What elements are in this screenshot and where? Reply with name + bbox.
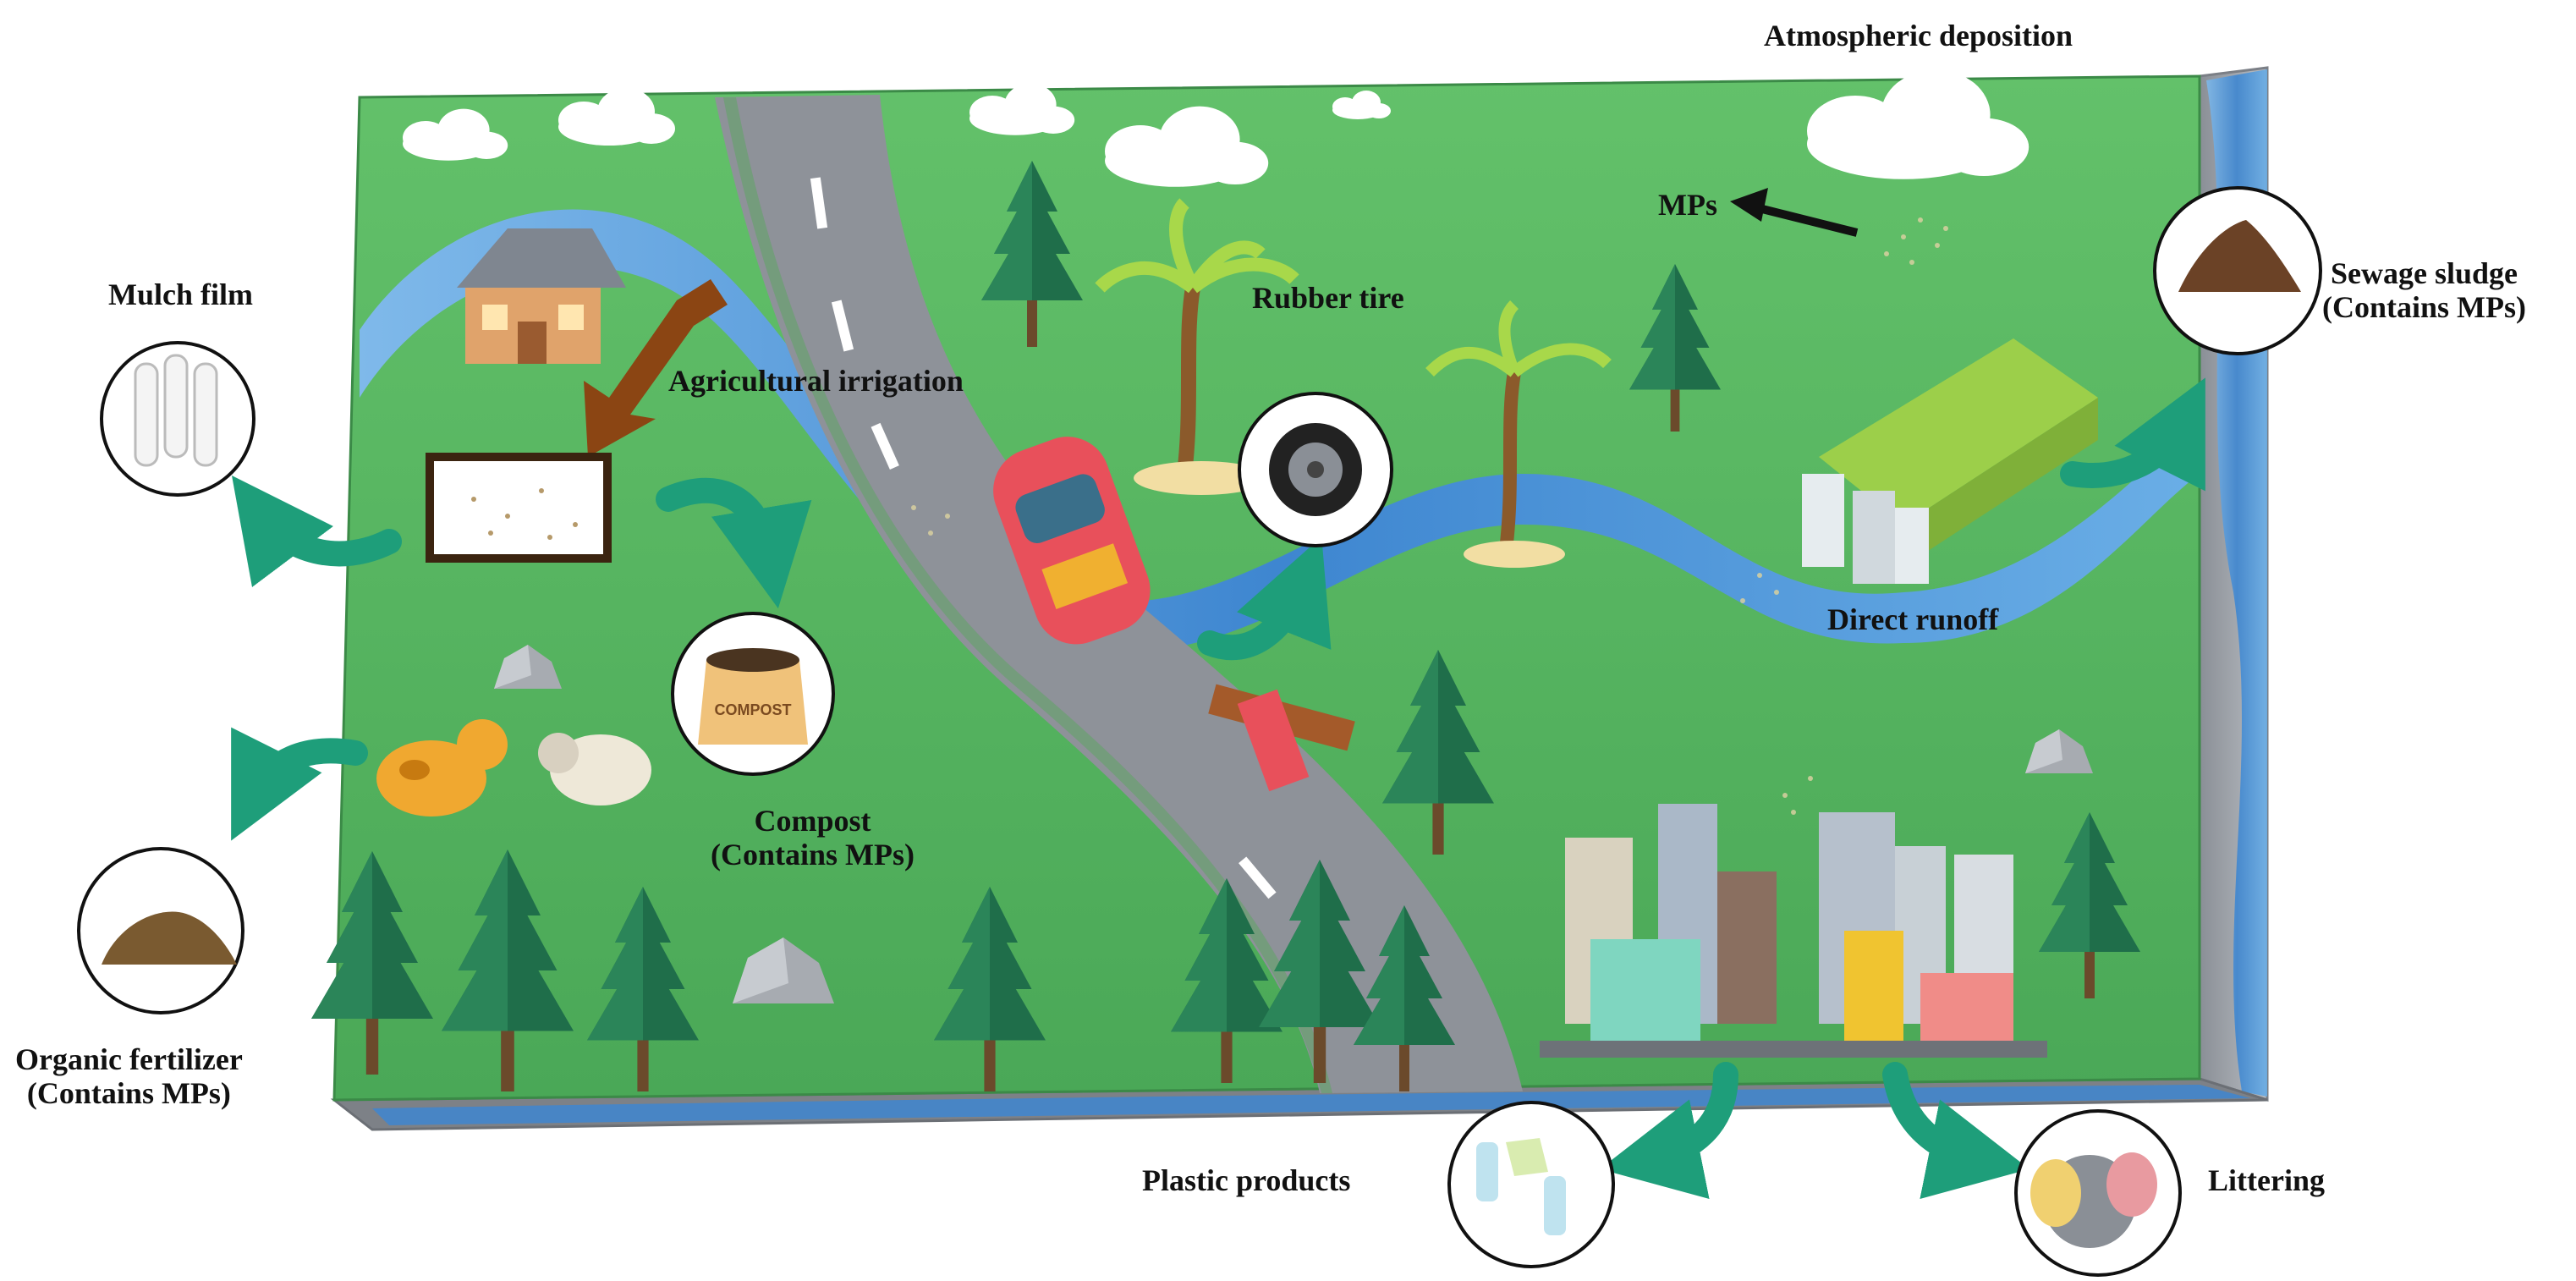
plastic-products-label: Plastic products (1142, 1163, 1351, 1197)
organic-fertilizer-label: Organic fertilizer (Contains MPs) (15, 1042, 243, 1110)
agricultural-irrigation-label: Agricultural irrigation (668, 364, 964, 398)
compost-label: Compost (Contains MPs) (711, 804, 915, 871)
rubber-tire-label: Rubber tire (1252, 281, 1404, 315)
bottom-river (372, 1085, 2250, 1125)
mulch-film-circle (100, 341, 255, 497)
plastic-products-circle (1447, 1101, 1615, 1268)
compost-line1: Compost (754, 804, 871, 838)
littering-label: Littering (2208, 1163, 2325, 1197)
palm-tree-2 (1425, 300, 1612, 568)
road-center-line (810, 177, 1277, 899)
compost-line2: (Contains MPs) (711, 838, 915, 871)
palm-tree-1 (1095, 198, 1299, 495)
mps-label: MPs (1658, 188, 1717, 222)
irrigation-arrow (584, 279, 728, 457)
sewage-sludge-line2: (Contains MPs) (2322, 290, 2526, 324)
flow-arrows (231, 377, 2205, 1200)
house-icon (457, 228, 626, 364)
mulch-field (426, 453, 612, 563)
compost-circle: COMPOST (671, 612, 835, 776)
sewage-sludge-line1: Sewage sludge (2330, 256, 2518, 290)
rubber-tire-circle (1238, 392, 1393, 547)
mp-particles (911, 217, 1948, 815)
organic-fertilizer-line2: (Contains MPs) (26, 1076, 231, 1110)
city-icon (1540, 804, 2047, 1058)
compost-bag-text: COMPOST (714, 701, 791, 718)
organic-fertilizer-circle (77, 847, 244, 1014)
sheep-icon (538, 733, 651, 805)
organic-fertilizer-line1: Organic fertilizer (15, 1042, 243, 1076)
sewage-sludge-label: Sewage sludge (Contains MPs) (2322, 256, 2526, 324)
atmospheric-deposition-label: Atmospheric deposition (1764, 19, 2073, 52)
factory-icon (1802, 338, 2098, 584)
car-icon (993, 437, 1151, 645)
cow-icon (376, 719, 508, 816)
atmospheric-arrow (1730, 188, 1859, 237)
sewage-sludge-circle (2153, 186, 2322, 355)
direct-runoff-label: Direct runoff (1827, 602, 1999, 636)
road-debris (1208, 684, 1355, 792)
littering-circle (2014, 1109, 2182, 1277)
mulch-film-label: Mulch film (108, 278, 253, 311)
